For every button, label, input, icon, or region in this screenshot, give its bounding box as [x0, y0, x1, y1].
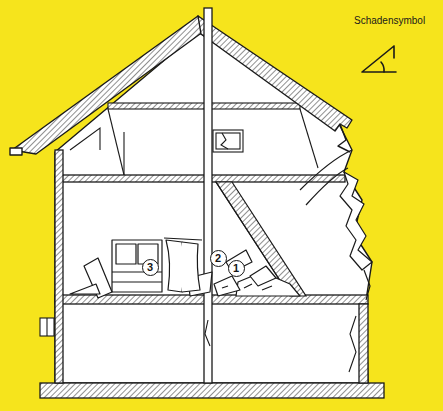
attic [213, 130, 243, 152]
attic [70, 103, 318, 175]
furniture [164, 238, 202, 240]
furniture [116, 244, 136, 264]
damage-symbol [381, 62, 384, 72]
ground-floor [40, 316, 356, 372]
roof [12, 16, 206, 154]
torn-wall [306, 168, 348, 205]
callout-circle: 1 [228, 260, 245, 277]
callout-circle: 2 [210, 250, 227, 267]
attic [108, 109, 124, 175]
ground-floor [349, 316, 356, 372]
attic [123, 132, 124, 175]
damage-symbol [362, 46, 396, 72]
furniture [70, 238, 202, 298]
callout-circle: 3 [142, 259, 159, 276]
furniture [112, 281, 162, 282]
torn-wall [340, 172, 372, 270]
ground-floor [205, 320, 210, 346]
torn-wall [300, 150, 372, 300]
debris [188, 250, 300, 296]
attic [216, 133, 240, 149]
furniture [166, 240, 184, 292]
debris [250, 266, 276, 286]
wall [359, 304, 368, 383]
callout-number: 1 [233, 263, 239, 274]
ground-floor [46, 318, 47, 336]
floor-slab [55, 175, 345, 182]
furniture [70, 284, 100, 294]
debris [222, 284, 272, 290]
attic [221, 133, 228, 149]
torn-wall [364, 270, 370, 300]
roof [10, 16, 352, 155]
symbol-caption: Schadensymbol [354, 15, 425, 26]
callout-number: 2 [215, 253, 221, 264]
furniture [182, 242, 200, 292]
furniture [112, 240, 162, 292]
attic [300, 109, 318, 168]
callout-number: 3 [147, 262, 153, 273]
floor-slab [40, 383, 384, 398]
wall [55, 8, 368, 383]
roof [10, 148, 22, 155]
roof [198, 16, 352, 131]
roof [338, 124, 350, 152]
wall [204, 8, 212, 383]
wall [55, 150, 63, 383]
damage-symbol [362, 46, 396, 72]
ground-floor [40, 318, 54, 336]
attic [70, 128, 100, 150]
